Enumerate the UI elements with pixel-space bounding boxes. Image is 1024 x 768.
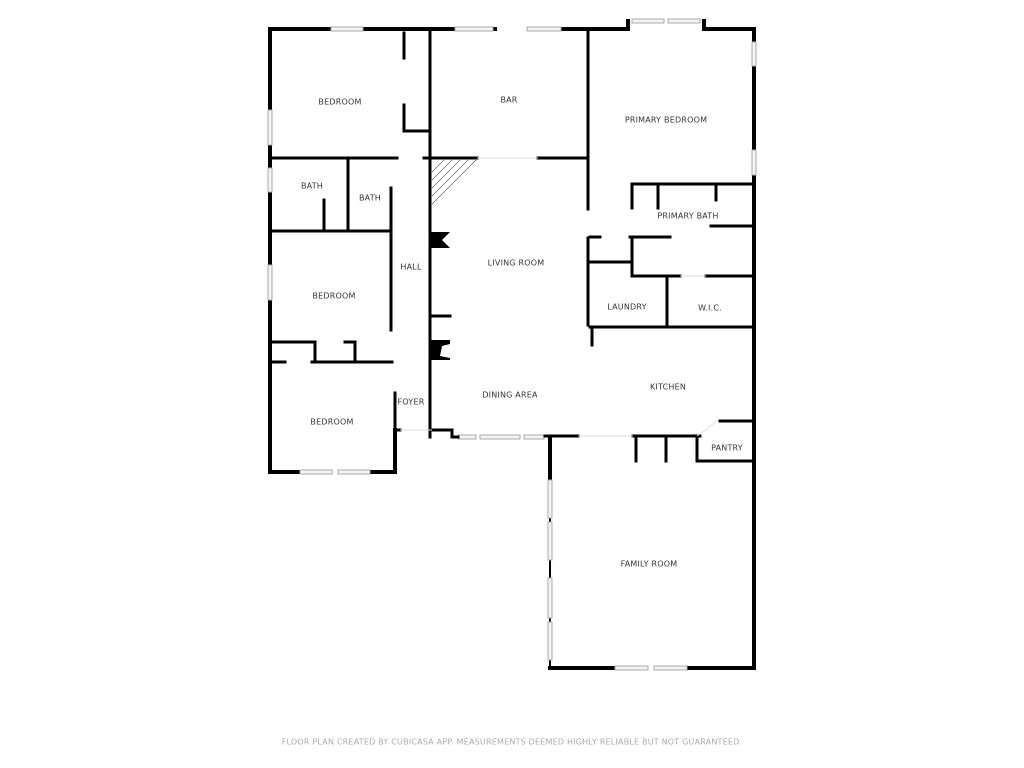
room-label-bedroom-3: BEDROOM: [310, 417, 354, 427]
room-label-dining-area: DINING AREA: [482, 390, 538, 400]
disclaimer-footer: FLOOR PLAN CREATED BY CUBICASA APP. MEAS…: [281, 737, 743, 747]
room-label-living-room: LIVING ROOM: [487, 258, 545, 268]
room-label-bath-2: BATH: [358, 193, 382, 203]
room-label-foyer: FOYER: [397, 397, 425, 407]
room-label-hall: HALL: [400, 262, 422, 272]
room-label-wic: W.I.C.: [698, 303, 722, 313]
interior-walls: [268, 27, 756, 463]
room-label-bedroom-2: BEDROOM: [312, 291, 356, 301]
room-label-bath-1: BATH: [300, 181, 324, 191]
room-label-primary-bath: PRIMARY BATH: [657, 211, 719, 221]
room-label-laundry: LAUNDRY: [607, 302, 647, 312]
room-label-kitchen: KITCHEN: [649, 382, 687, 392]
room-label-bar: BAR: [500, 95, 518, 105]
room-label-family-room: FAMILY ROOM: [620, 559, 678, 569]
windows: [267, 18, 757, 671]
door-openings: [400, 157, 706, 437]
room-label-pantry: PANTRY: [711, 443, 743, 453]
room-label-bedroom-1: BEDROOM: [318, 97, 362, 107]
room-label-primary-bedroom: PRIMARY BEDROOM: [624, 115, 708, 125]
